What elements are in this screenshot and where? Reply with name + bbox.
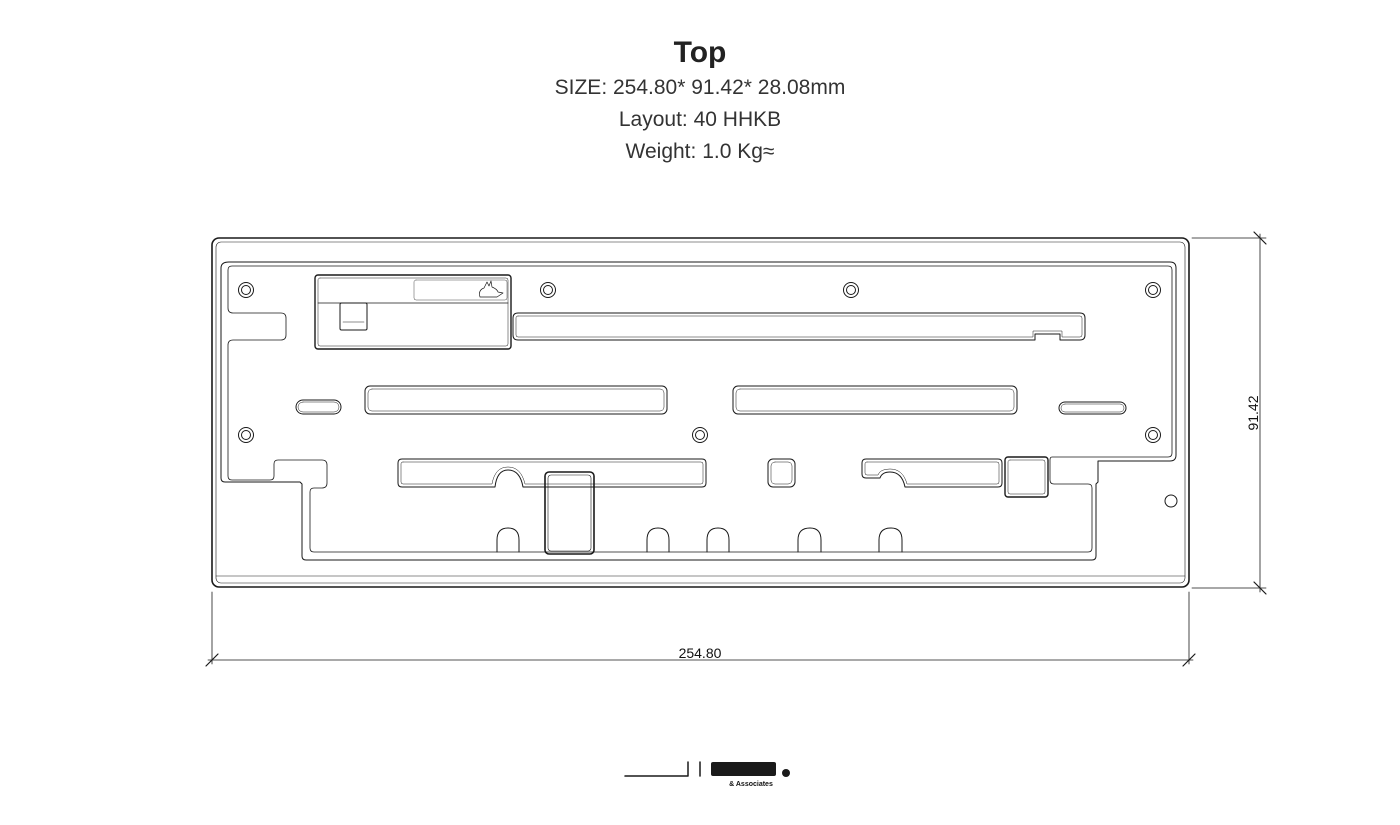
lower-left-channel	[397, 458, 707, 488]
screw-hole	[540, 282, 556, 298]
logo-block-mark	[711, 762, 776, 776]
center-connector	[544, 471, 595, 555]
battery-block	[1004, 456, 1049, 498]
page-title: Top	[673, 36, 727, 69]
height-tick-top	[1253, 231, 1267, 245]
size-spec: SIZE: 254.80* 91.42* 28.08mm	[0, 72, 1400, 104]
controller-board-inner	[317, 277, 509, 347]
size-value: 254.80* 91.42* 28.08mm	[613, 76, 846, 99]
case-outer-edge	[211, 237, 1190, 588]
notch	[496, 527, 520, 553]
size-label: SIZE:	[554, 76, 608, 99]
logo-tagline: & Associates	[729, 781, 773, 788]
slot-left-small-inner	[297, 401, 340, 413]
controller-board	[314, 274, 512, 350]
case-inner-edge	[215, 241, 1186, 584]
top-channel-inner	[515, 315, 1083, 338]
screw-hole	[692, 427, 708, 443]
controller-module	[314, 274, 512, 350]
weight-spec: Weight: 1.0 Kg≈	[0, 136, 1400, 168]
weight-value: 1.0 Kg≈	[702, 140, 775, 163]
width-dimension-label: 254.80	[679, 645, 722, 661]
logo-bracket-mark	[624, 761, 689, 777]
notch	[646, 527, 670, 553]
bottom-notches	[496, 527, 903, 553]
connector-block	[544, 471, 595, 555]
controller-label-plate	[413, 279, 508, 301]
layout-value: 40 HHKB	[693, 108, 782, 131]
battery-block-inner	[1007, 459, 1046, 495]
screw-hole	[843, 282, 859, 298]
logo-dot-mark	[782, 769, 790, 777]
spec-header: Top SIZE: 254.80* 91.42* 28.08mm Layout:…	[0, 34, 1400, 168]
screw-hole	[238, 427, 254, 443]
top-channel	[512, 312, 1086, 341]
height-dimension-label: 91.42	[1245, 395, 1261, 430]
slot-right-small	[1058, 401, 1127, 415]
width-tick-left	[205, 653, 219, 667]
slot-left-long-inner	[367, 388, 665, 412]
notch	[878, 527, 903, 553]
middle-slots	[295, 385, 1127, 415]
plate-outer-path	[220, 261, 1177, 561]
weight-label: Weight:	[625, 140, 697, 163]
top-channel-outer	[512, 312, 1086, 341]
screw-hole	[1145, 282, 1161, 298]
notch	[706, 527, 730, 553]
lower-left-channel-inner	[400, 461, 704, 485]
connector-block-inner	[547, 474, 592, 552]
width-tick-right	[1182, 653, 1196, 667]
case-outline	[211, 237, 1190, 588]
screw-hole	[1145, 427, 1161, 443]
width-dimension	[205, 591, 1196, 667]
slot-right-long	[732, 385, 1018, 415]
screw-hole	[238, 282, 254, 298]
plate-outline	[220, 261, 1177, 561]
slot-right-small-inner	[1060, 403, 1125, 413]
brand-logo: & Associates	[624, 761, 790, 788]
slot-right-long-inner	[735, 388, 1015, 412]
plate-inner-path	[227, 265, 1173, 553]
lower-right-channel-inner	[864, 461, 1000, 485]
height-tick-bottom	[1253, 581, 1267, 595]
height-dimension	[1191, 231, 1267, 595]
lower-center-slot-inner	[770, 461, 793, 485]
notch	[797, 527, 822, 553]
lower-channels	[397, 456, 1049, 498]
lower-right-channel	[861, 458, 1003, 488]
slot-left-long	[364, 385, 668, 415]
usb-connector	[339, 302, 368, 331]
indicator-hole	[1164, 494, 1178, 508]
rabbit-icon	[479, 280, 504, 298]
slot-left-small	[295, 399, 342, 415]
screw-holes	[238, 282, 1178, 508]
lower-center-slot	[767, 458, 796, 488]
layout-spec: Layout: 40 HHKB	[0, 104, 1400, 136]
layout-label: Layout:	[618, 108, 688, 131]
